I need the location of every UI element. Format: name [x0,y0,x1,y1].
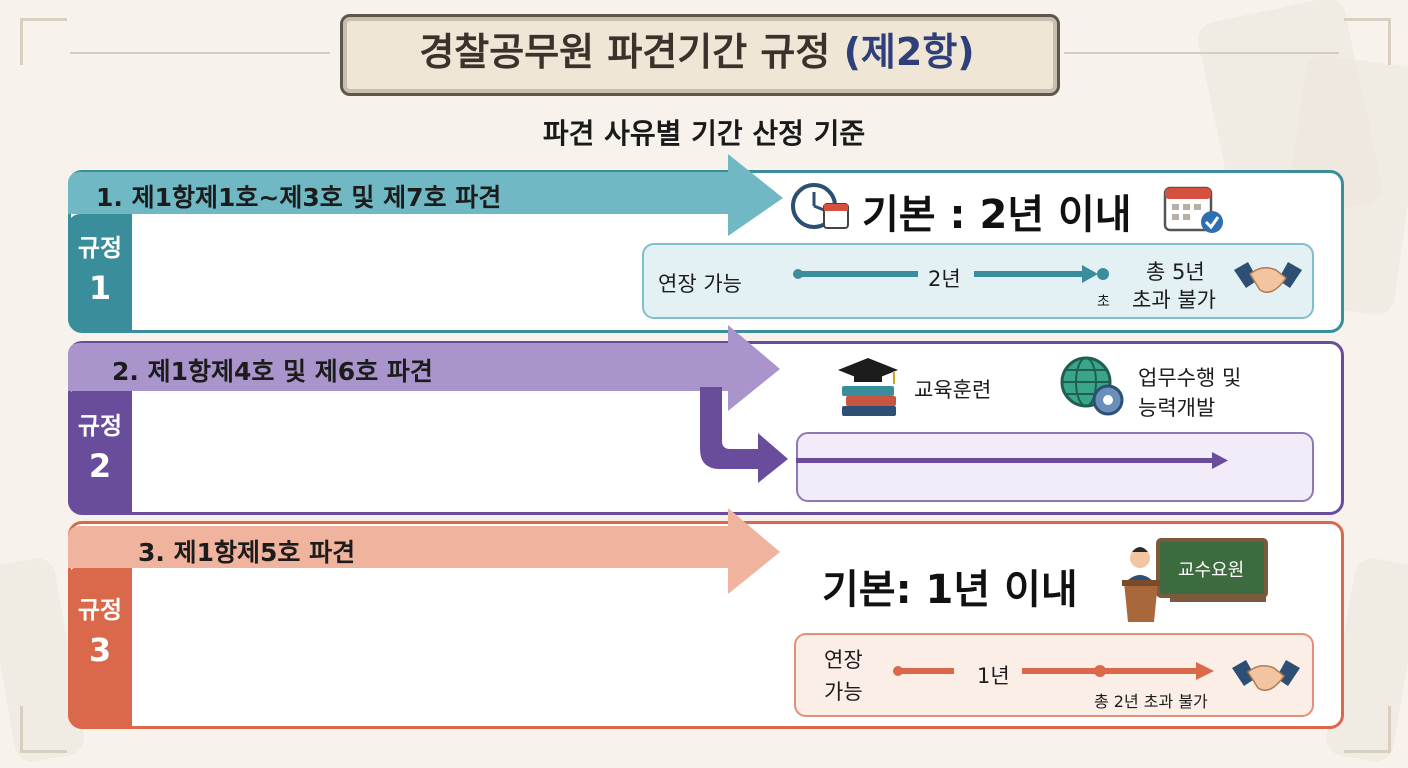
rule1-total-limit-line1: 총 5년 [1146,260,1205,284]
title-rule-right [1064,52,1339,54]
clock-icon [791,183,849,229]
rule3-tab-word: 규정 [77,596,123,624]
graduation-books-icon [838,358,898,416]
rule1-extension-period: 2년 [928,267,961,291]
rule3-extension-box [794,633,1314,717]
globe-gear-icon [1060,356,1124,416]
rule1-tab: 규정 1 [68,214,132,330]
rule2-period-arrow [796,452,1228,469]
rule1-arrow-label: 1. 제1항제1호~제3호 및 제7호 파견 [96,183,502,212]
rule1-tab-number: 1 [88,269,112,307]
rule3-arrow [68,508,780,594]
rule2-item-training: 교육훈련 [914,378,992,402]
corner-ornament [1344,18,1391,65]
handshake-icon [1232,660,1300,691]
rule3-extension-label-line2: 가능 [824,680,863,704]
calendar-check-icon [1163,186,1223,233]
rule2-item-work-line2: 능력개발 [1138,396,1216,420]
page-title: 경찰공무원 파견기간 규정 (제2항) [419,30,975,74]
rule2-arrow [68,325,788,483]
rule2-item-work-line1: 업무수행 및 [1138,366,1242,390]
rule3-board-text: 교수요원 [1178,560,1245,581]
lecturer-podium-icon [1122,538,1268,622]
rule3-basic-period: 기본: 1년 이내 [822,567,1078,613]
rule3-extension-label-line1: 연장 [824,648,863,672]
rule1-extension-arrow [793,265,1109,283]
rule2-tab-number: 2 [88,447,112,485]
handshake-icon [1234,262,1302,293]
rule3-total-limit: 총 2년 초과 불가 [1094,692,1208,711]
rule2-arrow-label: 2. 제1항제4호 및 제6호 파견 [112,357,433,386]
title-frame [340,14,1060,96]
rule2-tab-word: 규정 [77,412,123,440]
rule1-extension-box [642,243,1314,319]
rule3-tab-number: 3 [88,631,112,669]
title-rule-left [70,52,330,54]
corner-ornament [20,18,67,65]
title-highlight: (제2항) [843,30,975,74]
rule2-period-box [796,432,1314,502]
rule3-tab: 규정 3 [68,566,132,726]
rule3-arrow-label: 3. 제1항제5호 파견 [138,538,356,567]
rule1-extension-small: 초 [1097,294,1110,310]
rule1-arrow [68,154,783,236]
rule3-extension-period: 1년 [977,664,1010,688]
corner-ornament [1344,706,1391,753]
rule1-extension-label: 연장 가능 [658,272,742,296]
subtitle: 파견 사유별 기간 산정 기준 [542,117,866,150]
rule1-tab-word: 규정 [77,234,123,262]
rule1-basic-period: 기본 : 2년 이내 [862,192,1132,238]
rule3-extension-arrow [893,662,1214,680]
rule1-total-limit-line2: 초과 불가 [1132,288,1216,312]
rule2-tab: 규정 2 [68,388,132,512]
corner-ornament [20,706,67,753]
